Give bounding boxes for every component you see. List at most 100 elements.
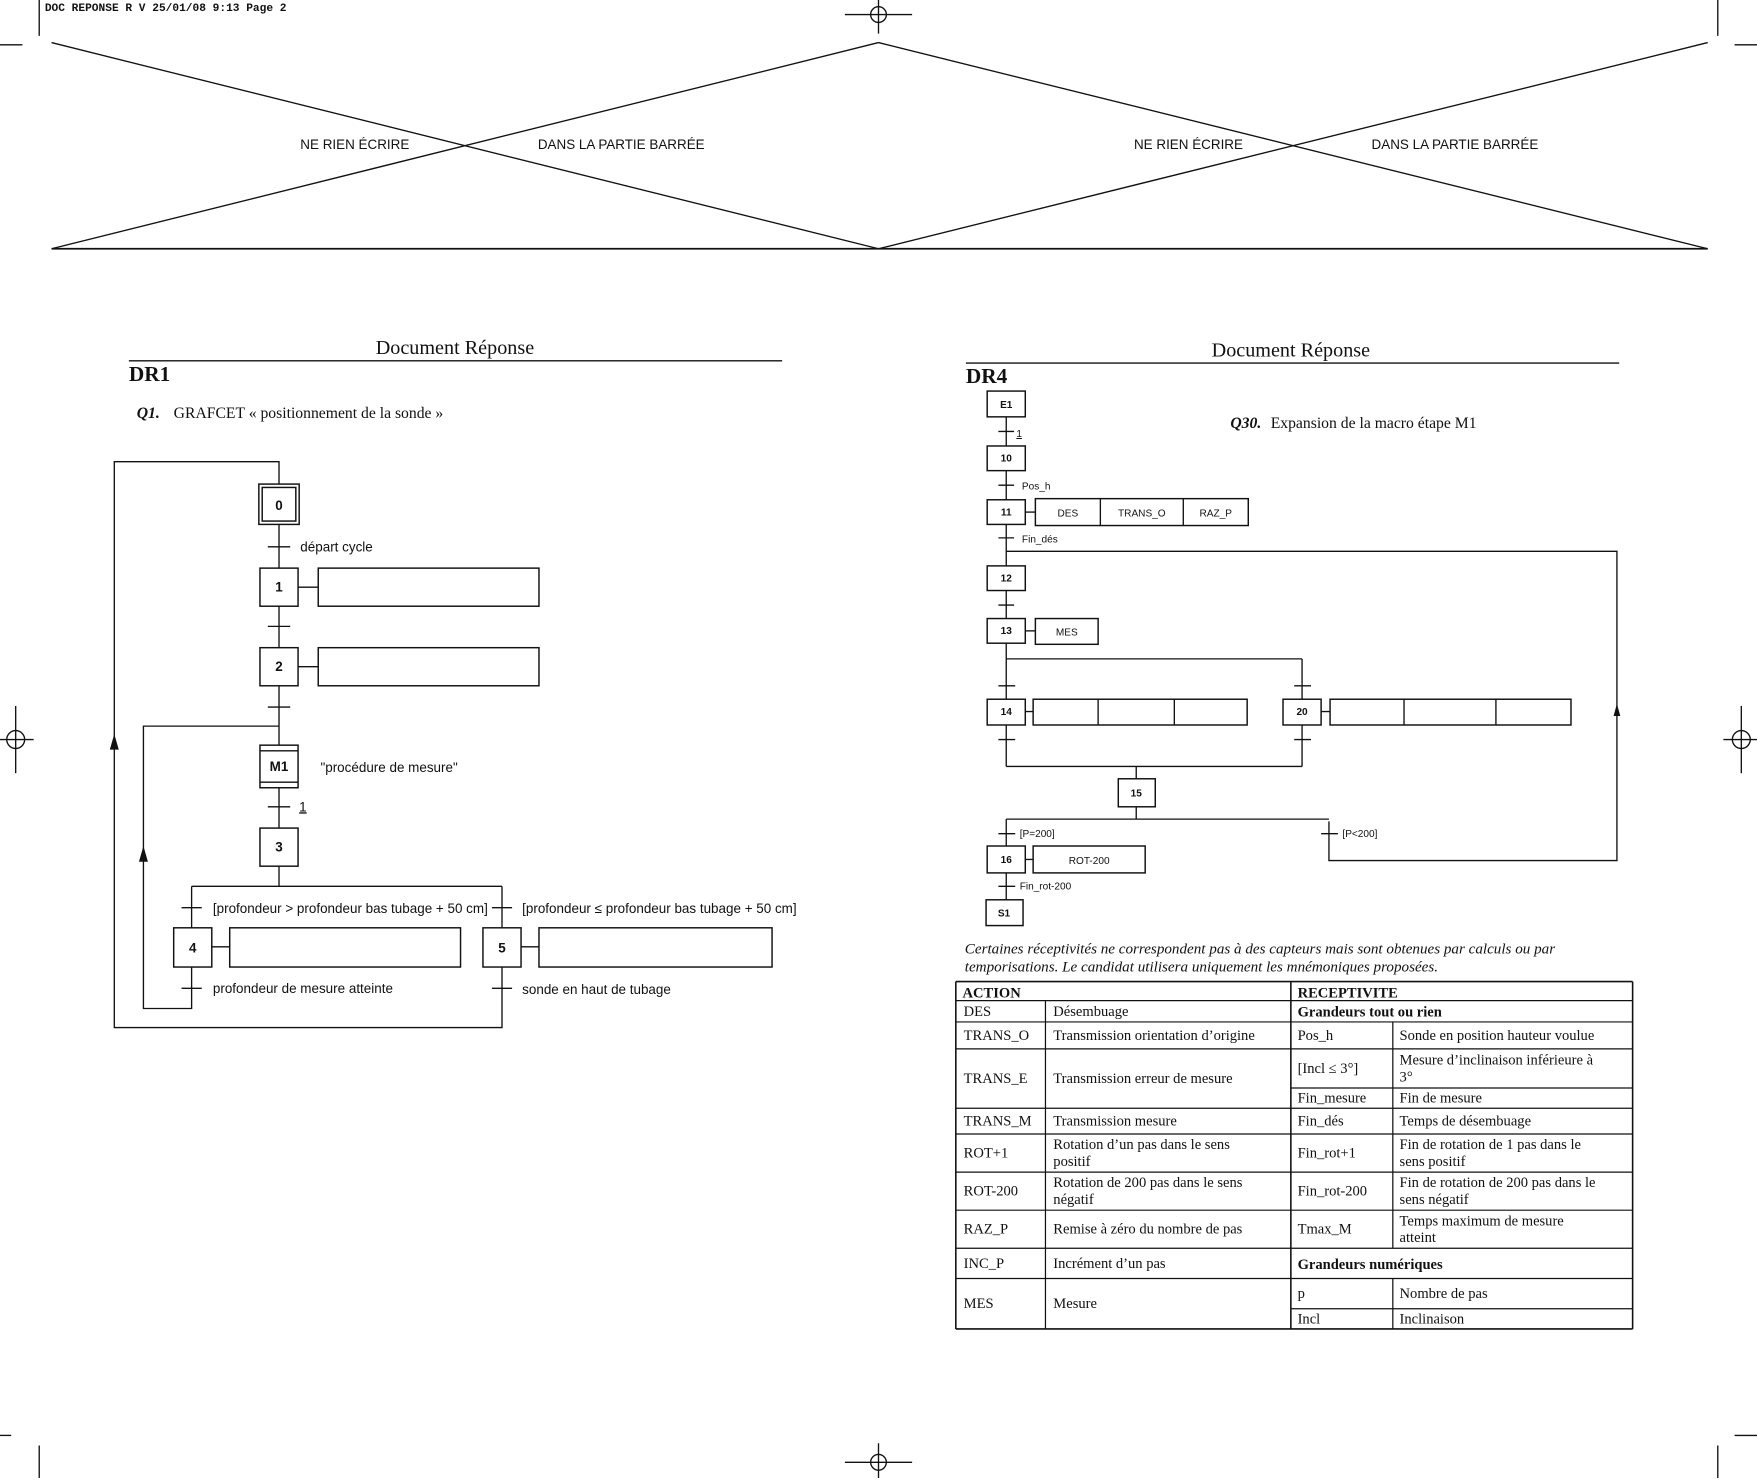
action-label: RAZ_P xyxy=(1200,509,1233,520)
step-number: 3 xyxy=(275,840,282,855)
step-number: 1 xyxy=(275,580,283,595)
action-answer-box-step-5[interactable] xyxy=(538,927,773,968)
action-block-step-16 xyxy=(1032,845,1146,874)
action-answer-block-step-20[interactable] xyxy=(1329,698,1572,726)
transition-label: profondeur de mesure atteinte xyxy=(213,981,393,996)
arrow-up-icon xyxy=(1613,703,1621,717)
receptivity-desc-cell: Sonde en position hauteur voulue xyxy=(1400,1028,1595,1044)
transition-label: [P=200] xyxy=(1020,829,1055,840)
receptivity-desc-cell: sens négatif xyxy=(1400,1192,1469,1208)
action-answer-block-step-14[interactable] xyxy=(1032,698,1248,726)
barred-zone-text: DANS LA PARTIE BARRÉE xyxy=(1372,137,1539,152)
registration-mark-right xyxy=(1723,705,1757,774)
action-block-step-13 xyxy=(1034,617,1099,646)
step-3[interactable]: 3 xyxy=(259,827,299,867)
receptivity-code-cell: Tmax_M xyxy=(1298,1222,1352,1238)
receptivity-code-cell: Fin_rot-200 xyxy=(1298,1184,1368,1200)
action-code-cell: ROT-200 xyxy=(964,1184,1018,1200)
receptivity-desc-cell: Fin de mesure xyxy=(1400,1091,1482,1107)
table-subheader: Grandeurs numériques xyxy=(1298,1257,1443,1273)
step-14[interactable]: 14 xyxy=(986,698,1027,726)
numeric-code-cell: p xyxy=(1298,1286,1305,1302)
macro-step-m1[interactable]: M1 xyxy=(259,744,299,789)
step-13[interactable]: 13 xyxy=(986,617,1027,644)
step-number: 11 xyxy=(1001,507,1012,518)
dr1-code: DR1 xyxy=(129,362,170,386)
receptivity-desc-cell: Mesure d’inclinaison inférieure à xyxy=(1400,1053,1594,1069)
barred-zone-text: NE RIEN ÉCRIRE xyxy=(300,137,409,152)
note-line: Certaines réceptivités ne correspondent … xyxy=(965,942,1555,958)
step-5[interactable]: 5 xyxy=(482,927,522,968)
receptivity-desc-cell: 3° xyxy=(1400,1069,1413,1085)
action-code-cell: TRANS_O xyxy=(964,1028,1029,1044)
action-answer-box-step-2[interactable] xyxy=(317,646,540,687)
registration-mark-left xyxy=(0,705,34,774)
step-16[interactable]: 16 xyxy=(986,845,1027,874)
step-20[interactable]: 20 xyxy=(1282,698,1322,726)
step-15[interactable]: 15 xyxy=(1117,778,1157,808)
action-desc-cell: positif xyxy=(1053,1154,1090,1170)
print-header: DOC REPONSE R V 25/01/08 9:13 Page 2 xyxy=(45,3,287,15)
transition-label: [profondeur ≤ profondeur bas tubage + 50… xyxy=(522,901,796,916)
step-e1[interactable]: E1 xyxy=(986,390,1027,418)
registration-mark-bottom xyxy=(844,1443,913,1478)
step-4[interactable]: 4 xyxy=(172,927,213,968)
action-code-cell: RAZ_P xyxy=(964,1222,1008,1238)
receptivity-desc-cell: sens positif xyxy=(1400,1154,1466,1170)
step-number: M1 xyxy=(270,759,289,774)
transition-label: [P<200] xyxy=(1342,829,1377,840)
step-number: 12 xyxy=(1001,574,1013,585)
table-header: RECEPTIVITE xyxy=(1298,985,1398,1001)
step-number: 15 xyxy=(1131,789,1143,800)
action-answer-box-step-1[interactable] xyxy=(317,567,540,607)
receptivity-desc-cell: Temps maximum de mesure xyxy=(1400,1213,1564,1229)
action-label: DES xyxy=(1058,509,1079,520)
step-number: S1 xyxy=(998,909,1011,920)
step-number: 20 xyxy=(1296,707,1308,718)
step-0[interactable]: 0 xyxy=(258,483,300,526)
loop-line-p-lt-200 xyxy=(1006,550,1618,862)
action-code-cell: TRANS_E xyxy=(964,1071,1028,1087)
action-desc-cell: Rotation de 200 pas dans le sens xyxy=(1053,1175,1242,1191)
receptivity-desc-cell: Fin de rotation de 200 pas dans le xyxy=(1400,1175,1596,1191)
dr1-question-text: GRAFCET « positionnement de la sonde » xyxy=(174,405,444,422)
dr1-heading: Document Réponse xyxy=(376,337,534,359)
transition-label: Fin_dés xyxy=(1022,534,1058,545)
action-code-cell: INC_P xyxy=(964,1256,1004,1272)
dr4-question-text: Expansion de la macro étape M1 xyxy=(1271,415,1477,432)
action-desc-cell: Incrément d’un pas xyxy=(1053,1256,1166,1272)
numeric-desc-cell: Inclinaison xyxy=(1400,1311,1465,1327)
dr4-section: Document Réponse DR4 Q30. Expansion de l… xyxy=(955,339,1634,1330)
action-code-cell: TRANS_M xyxy=(964,1114,1032,1130)
step-10[interactable]: 10 xyxy=(986,445,1027,472)
receptivity-code-cell: Fin_rot+1 xyxy=(1298,1146,1356,1162)
receptivity-desc-cell: Temps de désembuage xyxy=(1400,1114,1531,1130)
step-number: 0 xyxy=(275,498,282,513)
step-11[interactable]: 11 xyxy=(986,499,1027,526)
action-desc-cell: Rotation d’un pas dans le sens xyxy=(1053,1137,1230,1153)
transition-label: [profondeur > profondeur bas tubage + 50… xyxy=(213,901,488,916)
arrow-up-icon xyxy=(109,733,119,750)
note-line: temporisations. Le candidat utilisera un… xyxy=(965,960,1438,976)
step-number: 2 xyxy=(275,659,282,674)
step-number: 4 xyxy=(189,940,197,955)
action-answer-box-step-4[interactable] xyxy=(228,927,462,968)
step-number: E1 xyxy=(1000,400,1013,411)
receptivity-code-cell: Fin_mesure xyxy=(1298,1091,1367,1107)
numeric-code-cell: Incl xyxy=(1298,1311,1321,1327)
transition-label: sonde en haut de tubage xyxy=(522,982,671,997)
loop-line-4-to-m1 xyxy=(142,725,280,1010)
step-12[interactable]: 12 xyxy=(986,565,1027,592)
barred-zone-text: NE RIEN ÉCRIRE xyxy=(1134,137,1243,152)
step-number: 13 xyxy=(1001,626,1013,637)
step-s1[interactable]: S1 xyxy=(985,899,1024,927)
receptivity-code-cell: Pos_h xyxy=(1298,1028,1334,1044)
step-2[interactable]: 2 xyxy=(259,646,299,687)
step-1[interactable]: 1 xyxy=(259,567,299,607)
action-label: MES xyxy=(1056,627,1078,638)
dr4-code: DR4 xyxy=(966,364,1008,388)
